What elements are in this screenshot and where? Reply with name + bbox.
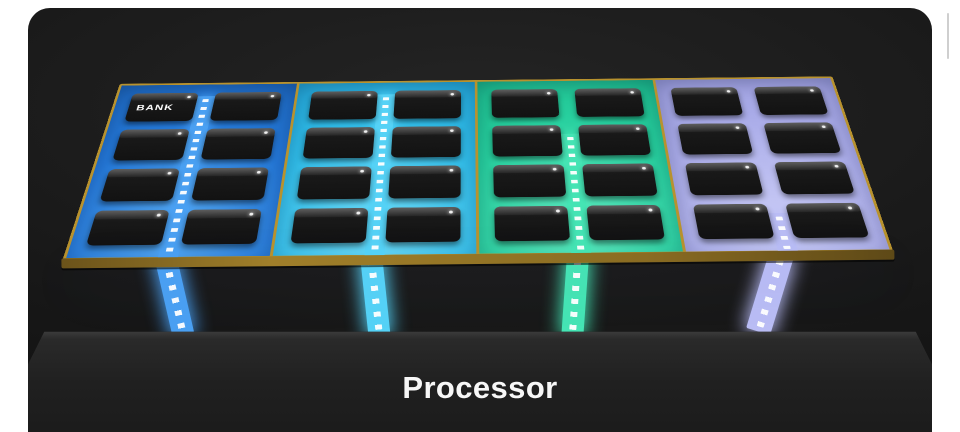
memory-chip <box>670 87 744 117</box>
bank-group-cyan <box>269 81 477 258</box>
chip-pin-dot <box>735 126 740 130</box>
chip-pin-dot <box>167 171 172 175</box>
memory-chip <box>586 204 665 241</box>
chip-pin-dot <box>256 170 261 174</box>
chip-pin-dot <box>360 169 365 173</box>
memory-chip <box>290 207 369 244</box>
memory-chip <box>492 125 563 157</box>
memory-board: BANK <box>60 60 894 261</box>
memory-chip <box>385 206 461 243</box>
bus-dash-marks <box>775 216 791 249</box>
scrollbar-hint <box>947 13 949 59</box>
chip-pin-dot <box>187 95 192 99</box>
memory-chip <box>209 91 282 121</box>
memory-chip <box>578 124 652 156</box>
memory-chip <box>112 129 190 161</box>
memory-chip <box>763 122 842 154</box>
memory-chip <box>390 126 461 158</box>
chip-pin-dot <box>630 91 635 94</box>
processor-slab: Processor <box>28 331 932 432</box>
chip-pin-dot <box>552 167 557 171</box>
bank-label: BANK <box>135 102 175 112</box>
memory-chip <box>191 167 269 201</box>
chip-pin-dot <box>367 93 371 97</box>
chip-pin-dot <box>546 92 551 95</box>
memory-board-surface: BANK <box>62 76 894 261</box>
chip-pin-dot <box>648 208 653 212</box>
chip-pin-dot <box>635 127 640 131</box>
chip-pin-dot <box>450 93 455 96</box>
bank-group-green <box>474 79 683 256</box>
memory-chip <box>302 127 375 159</box>
memory-chip <box>296 166 372 200</box>
chip-pin-dot <box>641 166 646 170</box>
chip-pin-dot <box>847 206 853 210</box>
chip-pin-dot <box>356 211 361 215</box>
chip-pin-dot <box>263 131 268 135</box>
chip-pin-dot <box>834 164 839 168</box>
memory-chip <box>85 209 170 246</box>
chip-pin-dot <box>363 130 368 133</box>
memory-chip <box>684 162 764 196</box>
processor-label: Processor <box>402 370 558 405</box>
chip-pin-dot <box>156 213 162 217</box>
chip-pin-dot <box>449 168 454 172</box>
chip-pin-dot <box>821 125 826 129</box>
memory-chip <box>493 164 567 198</box>
memory-chip <box>180 208 262 245</box>
chip-pin-dot <box>755 207 760 211</box>
chip-pin-dot <box>549 128 554 132</box>
memory-chip <box>388 165 461 199</box>
memory-chip <box>582 163 658 197</box>
memory-chip <box>200 128 276 160</box>
chip-pin-dot <box>744 165 750 169</box>
chip-pin-dot <box>726 90 731 93</box>
chip-pin-dot <box>555 209 560 213</box>
chip-pin-dot <box>448 210 453 214</box>
chip-pin-dot <box>270 94 275 98</box>
chip-pin-dot <box>249 212 254 216</box>
scene-card: BANK Processor <box>28 8 932 432</box>
memory-chip <box>308 90 378 120</box>
memory-chip <box>491 89 560 118</box>
chip-pin-dot <box>809 89 815 92</box>
memory-chip <box>494 205 571 242</box>
memory-chip <box>99 168 181 202</box>
bank-group-blue: BANK <box>66 83 297 260</box>
memory-chip <box>574 88 645 118</box>
memory-chip <box>393 90 461 120</box>
memory-chip <box>677 123 754 155</box>
memory-chip: BANK <box>124 92 199 122</box>
memory-chip <box>785 202 870 239</box>
bank-group-lavender <box>652 78 890 253</box>
chip-pin-dot <box>450 129 454 133</box>
memory-chip <box>773 161 855 195</box>
chip-pin-dot <box>177 132 182 135</box>
memory-chip <box>753 86 829 116</box>
memory-chip <box>692 203 775 240</box>
